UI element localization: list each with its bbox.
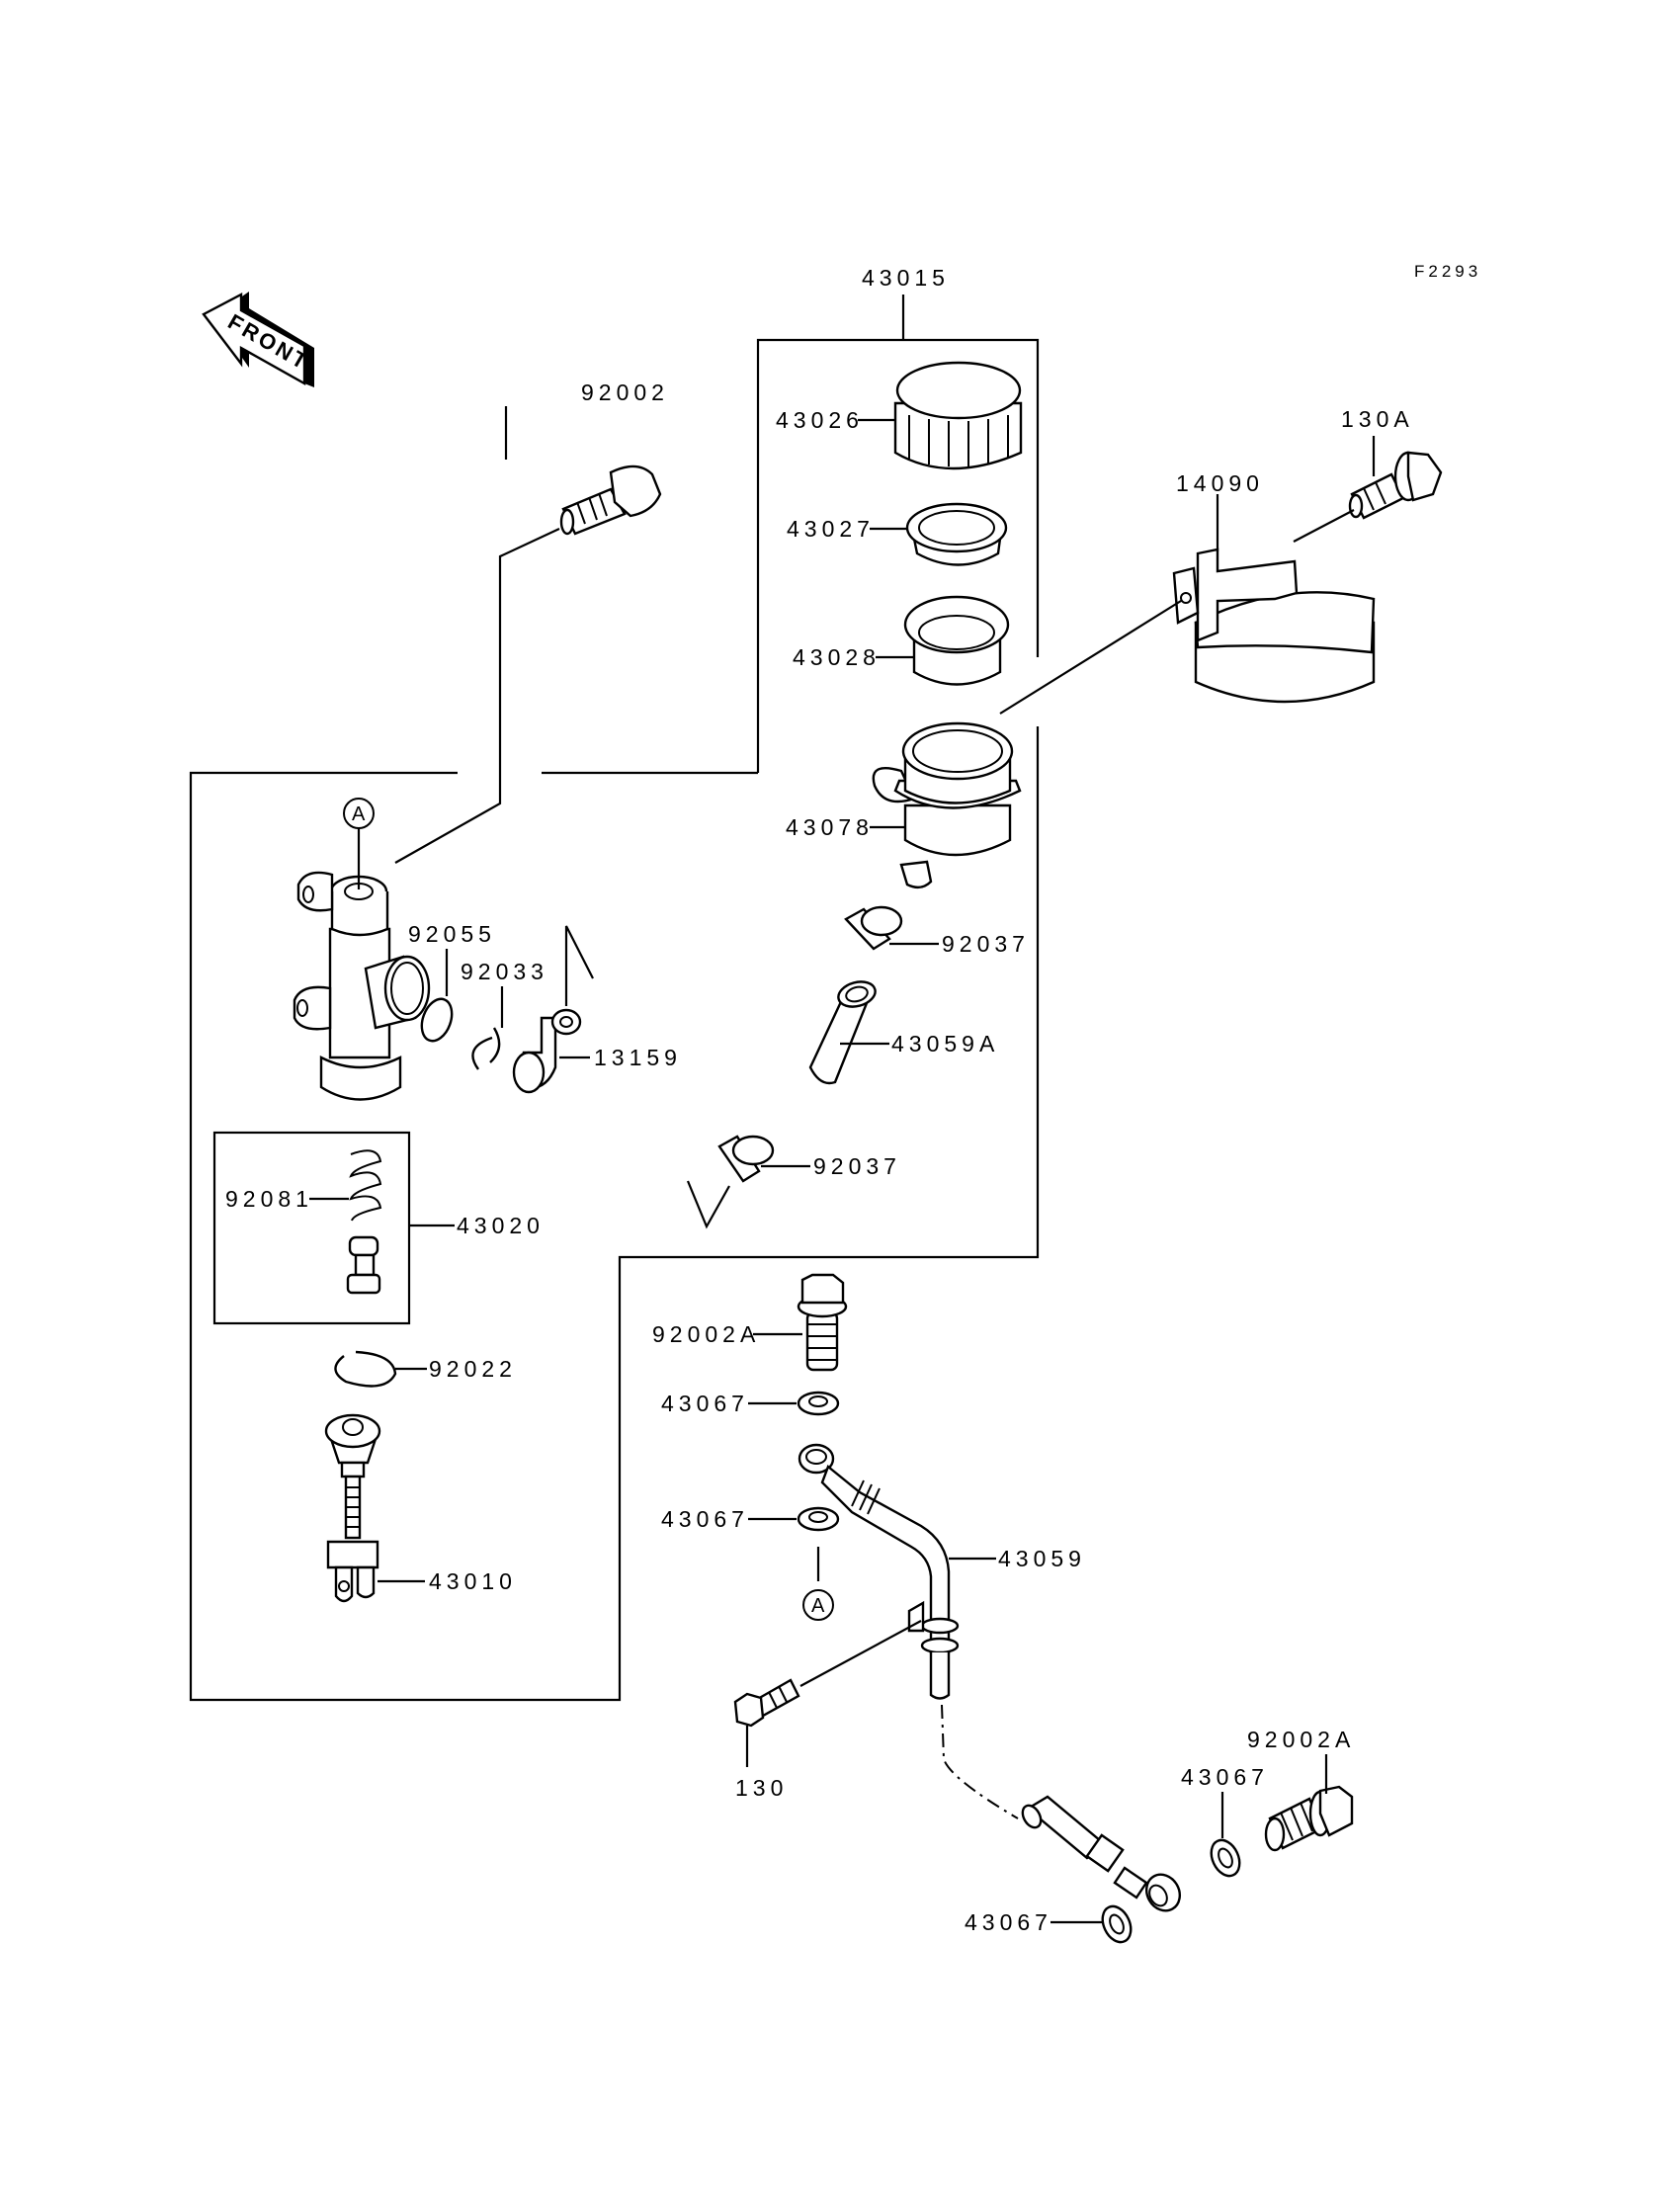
piston-43020	[346, 1235, 381, 1295]
diaphragm-plate-43027	[905, 502, 1008, 566]
part-label-43020: 43020	[457, 1213, 545, 1238]
part-label-92037-lower: 92037	[813, 1153, 901, 1179]
part-label-43028: 43028	[793, 644, 881, 670]
o-ring-92055	[420, 997, 454, 1043]
bolt-130	[733, 1678, 800, 1728]
part-label-43026: 43026	[776, 407, 864, 433]
bracket-14090	[1172, 548, 1376, 704]
washer-43067-d	[1101, 1904, 1133, 1944]
reservoir-assembly-outline	[189, 295, 1040, 1702]
reservoir-43078	[872, 721, 1022, 889]
front-arrow-icon: FRONT	[202, 292, 314, 387]
part-label-43015: 43015	[862, 265, 950, 291]
banjo-bolt-92002A-lower	[1264, 1785, 1354, 1852]
part-label-130A: 130A	[1341, 406, 1414, 432]
bolt-130A	[1348, 451, 1443, 520]
washer-43067-c	[1210, 1838, 1241, 1878]
part-label-43059: 43059	[998, 1546, 1086, 1571]
part-label-43027: 43027	[787, 516, 875, 542]
washer-43067-b	[797, 1506, 840, 1532]
hose-clamp-92037-upper	[844, 905, 903, 951]
part-label-14090: 14090	[1176, 470, 1264, 496]
push-rod-43010	[324, 1413, 381, 1603]
banjo-bolt-92002A-upper	[797, 1273, 848, 1372]
part-label-13159: 13159	[594, 1045, 682, 1070]
part-label-43067-d: 43067	[965, 1909, 1052, 1935]
svg-text:A: A	[811, 1595, 825, 1617]
hose-clamp-92037-lower	[717, 1135, 775, 1183]
part-label-92002: 92002	[581, 380, 669, 405]
part-label-43067-a: 43067	[661, 1391, 749, 1416]
hose-43059A	[808, 980, 877, 1085]
svg-text:A: A	[352, 803, 366, 825]
part-label-92081: 92081	[225, 1186, 313, 1212]
brake-hose-43059	[798, 1443, 960, 1700]
part-label-130: 130	[735, 1775, 788, 1801]
ref-marker-a-top: A	[343, 798, 375, 829]
bolt-92002	[559, 465, 662, 536]
elbow-fitting-13159	[512, 1008, 582, 1094]
part-label-43059A: 43059A	[891, 1031, 999, 1056]
part-label-43067-c: 43067	[1181, 1764, 1269, 1790]
reservoir-cap-43026	[893, 361, 1023, 470]
spring-92081	[349, 1149, 382, 1222]
circlip-92033	[471, 1027, 501, 1070]
part-label-92055: 92055	[408, 921, 496, 947]
washer-43067-a	[797, 1391, 840, 1416]
part-label-92002A-upper: 92002A	[652, 1321, 760, 1347]
part-label-92002A-lower: 92002A	[1247, 1727, 1355, 1752]
part-label-92033: 92033	[461, 959, 548, 984]
diaphragm-43028	[903, 595, 1010, 686]
part-label-92022: 92022	[429, 1356, 517, 1382]
part-label-43078: 43078	[786, 814, 874, 840]
figure-id: F2293	[1414, 262, 1481, 281]
part-label-43010: 43010	[429, 1568, 517, 1594]
piston-set-outline	[212, 1131, 411, 1325]
snap-ring-92022	[334, 1350, 397, 1388]
part-label-92037-upper: 92037	[942, 931, 1030, 957]
master-cylinder-body	[293, 871, 431, 1101]
ref-marker-a-bottom: A	[802, 1589, 834, 1621]
part-label-43067-b: 43067	[661, 1506, 749, 1532]
brake-hose-lower-end	[1021, 1795, 1182, 1912]
